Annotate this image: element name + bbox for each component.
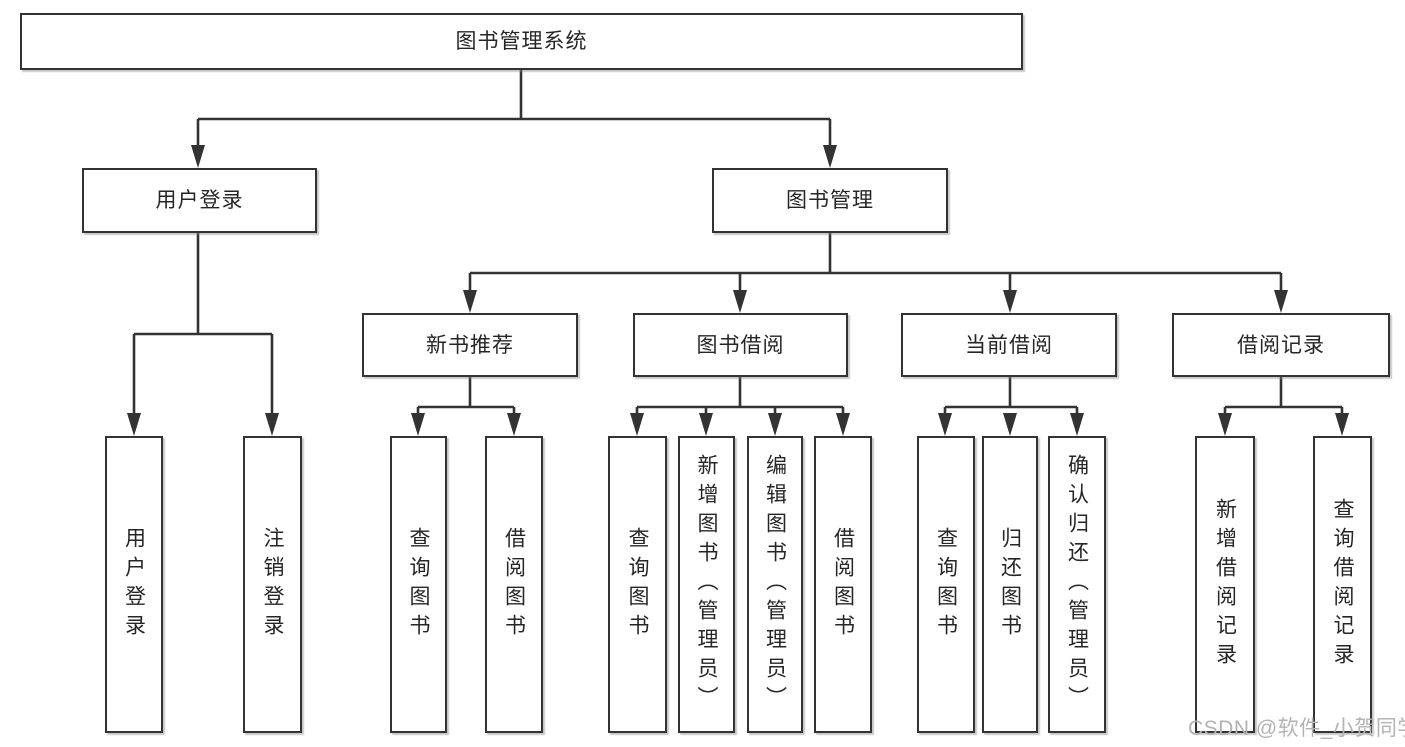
csdn-watermark: CSDN @软件_小贺同学 — [1188, 717, 1405, 740]
connector-bookmgmt-to-level3 — [463, 233, 1288, 313]
node-label: 查询图书 — [626, 526, 649, 643]
node-book-management: 图书管理 — [712, 168, 948, 233]
connector-bookborrow-to-leaves — [630, 377, 850, 436]
node-label: 图书管理 — [786, 189, 874, 212]
connector-newbook-to-leaves — [411, 377, 521, 436]
connector-borrowrecord-to-leaves — [1218, 377, 1349, 436]
node-label: 新书推荐 — [426, 333, 514, 357]
node-label: 用户登录 — [122, 526, 146, 643]
node-label: 新增图书（管理员） — [695, 454, 718, 715]
connector-root-to-level2 — [191, 70, 837, 168]
node-label: 确认归还（管理员） — [1065, 454, 1089, 715]
node-label: 注销登录 — [261, 526, 284, 643]
node-label: 用户登录 — [155, 189, 244, 212]
node-label: 借阅记录 — [1237, 333, 1325, 357]
leaf-query-book-newbook: 查询图书 — [390, 436, 447, 733]
leaf-logout: 注销登录 — [243, 436, 302, 733]
node-user-login: 用户登录 — [82, 168, 317, 233]
leaf-return-book: 归还图书 — [982, 436, 1038, 733]
node-label: 查询图书 — [407, 526, 430, 643]
leaf-borrow-book-borrow: 借阅图书 — [814, 436, 872, 733]
node-label: 编辑图书（管理员） — [763, 454, 787, 715]
leaf-user-login: 用户登录 — [105, 436, 163, 733]
node-new-book-recommend: 新书推荐 — [362, 313, 578, 377]
node-label: 新增借阅记录 — [1213, 497, 1237, 672]
leaf-add-book-admin: 新增图书（管理员） — [678, 436, 735, 733]
node-label: 图书借阅 — [696, 333, 785, 357]
leaf-edit-book-admin: 编辑图书（管理员） — [747, 436, 803, 733]
node-label: 归还图书 — [998, 526, 1022, 643]
node-label: 当前借阅 — [965, 333, 1053, 357]
connector-currentborrow-to-leaves — [938, 377, 1084, 436]
node-label: 借阅图书 — [502, 526, 526, 643]
node-borrow-record: 借阅记录 — [1172, 313, 1390, 377]
node-root-system: 图书管理系统 — [20, 13, 1023, 70]
node-label: 查询借阅记录 — [1331, 497, 1354, 672]
leaf-query-book-current: 查询图书 — [917, 436, 975, 733]
node-book-borrow: 图书借阅 — [633, 313, 848, 377]
leaf-add-borrow-record: 新增借阅记录 — [1195, 436, 1255, 733]
leaf-confirm-return-admin: 确认归还（管理员） — [1048, 436, 1106, 733]
connector-userlogin-to-leaves — [127, 233, 279, 436]
node-label: 借阅图书 — [831, 526, 855, 643]
leaf-query-book-borrow: 查询图书 — [608, 436, 667, 733]
leaf-query-borrow-record: 查询借阅记录 — [1313, 436, 1372, 733]
node-current-borrow: 当前借阅 — [901, 313, 1117, 377]
node-label: 查询图书 — [934, 526, 958, 643]
node-label: 图书管理系统 — [455, 30, 588, 53]
leaf-borrow-book-newbook: 借阅图书 — [485, 436, 543, 733]
